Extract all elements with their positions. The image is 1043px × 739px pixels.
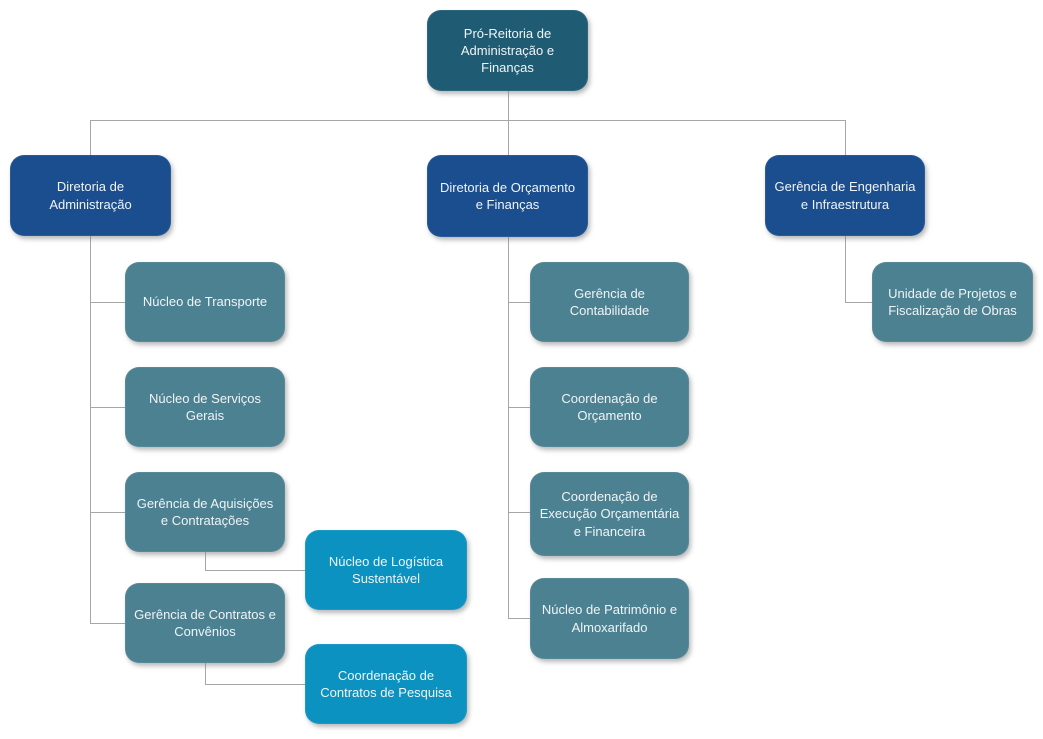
node-label: Unidade de Projetos e Fiscalização de Ob… bbox=[888, 285, 1017, 318]
connector-contratos-drop bbox=[205, 663, 206, 684]
connector-level2-rail bbox=[90, 120, 845, 121]
node-label: Gerência de Aquisições e Contratações bbox=[136, 495, 274, 528]
connector-stub-execucao bbox=[508, 512, 530, 513]
node-nucleo-servicos-gerais: Núcleo de Serviços Gerais bbox=[125, 367, 285, 447]
connector-admin-trunk bbox=[90, 236, 91, 623]
node-nucleo-transporte: Núcleo de Transporte bbox=[125, 262, 285, 342]
connector-stub-contabilidade bbox=[508, 302, 530, 303]
node-label: Diretoria de Administração bbox=[49, 179, 132, 212]
node-label: Gerência de Contratos e Convênios bbox=[134, 606, 276, 639]
connector-root-drop bbox=[508, 91, 509, 120]
connector-drop-orcamento bbox=[508, 120, 509, 155]
node-label: Núcleo de Serviços Gerais bbox=[149, 390, 261, 423]
node-gerencia-aquisicoes-contratacoes: Gerência de Aquisições e Contratações bbox=[125, 472, 285, 552]
connector-stub-contratos bbox=[90, 623, 125, 624]
node-label: Núcleo de Logística Sustentável bbox=[328, 553, 444, 586]
connector-stub-projetos bbox=[845, 302, 872, 303]
connector-drop-engenharia bbox=[845, 120, 846, 155]
connector-stub-aquisicoes bbox=[90, 512, 125, 513]
node-coordenacao-orcamento: Coordenação de Orçamento bbox=[530, 367, 689, 447]
node-label: Diretoria de Orçamento e Finanças bbox=[439, 179, 576, 212]
connector-orcamento-trunk bbox=[508, 237, 509, 618]
connector-stub-coord-orcamento bbox=[508, 407, 530, 408]
node-gerencia-engenharia-infraestrutura: Gerência de Engenharia e Infraestrutura bbox=[765, 155, 925, 236]
node-diretoria-administracao: Diretoria de Administração bbox=[10, 155, 171, 236]
node-nucleo-patrimonio-almoxarifado: Núcleo de Patrimônio e Almoxarifado bbox=[530, 578, 689, 659]
node-label: Núcleo de Patrimônio e Almoxarifado bbox=[541, 602, 678, 635]
node-label: Núcleo de Transporte bbox=[142, 294, 268, 310]
connector-stub-logistica bbox=[205, 570, 305, 571]
node-label: Coordenação de Orçamento bbox=[561, 390, 658, 423]
node-gerencia-contabilidade: Gerência de Contabilidade bbox=[530, 262, 689, 342]
node-label: Coordenação de Execução Orçamentária e F… bbox=[539, 489, 680, 539]
node-label: Gerência de Contabilidade bbox=[569, 285, 650, 318]
node-diretoria-orcamento-financas: Diretoria de Orçamento e Finanças bbox=[427, 155, 588, 237]
node-pro-reitoria-administracao-financas: Pró-Reitoria de Administração e Finanças bbox=[427, 10, 588, 91]
node-coordenacao-contratos-pesquisa: Coordenação de Contratos de Pesquisa bbox=[305, 644, 467, 724]
connector-engenharia-trunk bbox=[845, 236, 846, 302]
connector-stub-transporte bbox=[90, 302, 125, 303]
node-unidade-projetos-fiscalizacao-obras: Unidade de Projetos e Fiscalização de Ob… bbox=[872, 262, 1033, 342]
connector-drop-admin bbox=[90, 120, 91, 155]
node-gerencia-contratos-convenios: Gerência de Contratos e Convênios bbox=[125, 583, 285, 663]
node-coordenacao-execucao-orcamentaria-financeira: Coordenação de Execução Orçamentária e F… bbox=[530, 472, 689, 556]
node-nucleo-logistica-sustentavel: Núcleo de Logística Sustentável bbox=[305, 530, 467, 610]
connector-stub-servicos bbox=[90, 407, 125, 408]
connector-aquisicoes-drop bbox=[205, 552, 206, 570]
connector-stub-pesquisa bbox=[205, 684, 305, 685]
connector-stub-patrimonio bbox=[508, 618, 530, 619]
node-label: Coordenação de Contratos de Pesquisa bbox=[320, 667, 452, 700]
node-label: Gerência de Engenharia e Infraestrutura bbox=[774, 179, 916, 212]
node-label: Pró-Reitoria de Administração e Finanças bbox=[460, 25, 555, 76]
